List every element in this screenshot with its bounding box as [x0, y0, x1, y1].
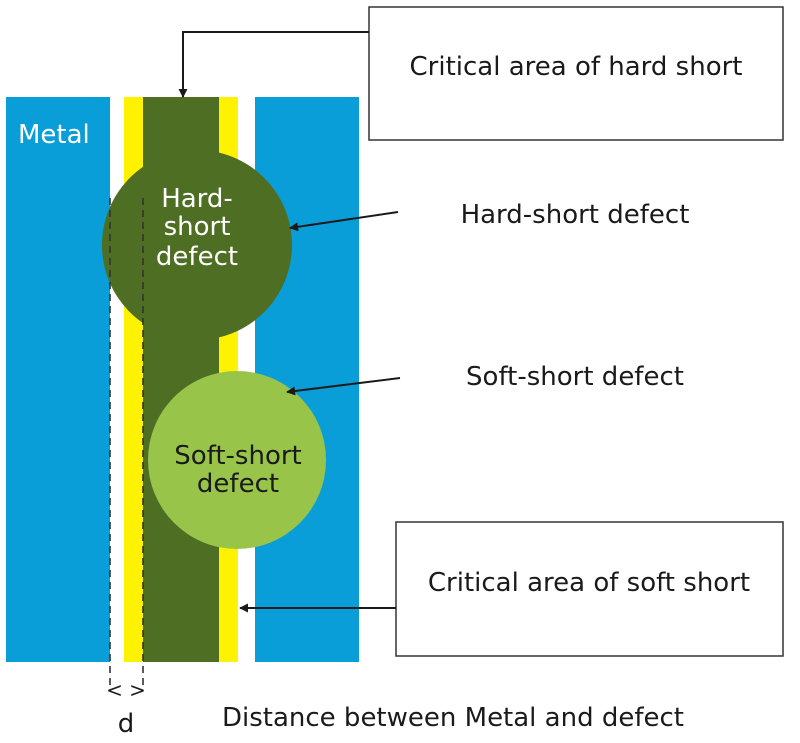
critical-soft-label: Critical area of soft short	[428, 568, 750, 598]
metal-label: Metal	[18, 120, 90, 150]
soft-callout-arrow	[286, 377, 401, 396]
soft-short-defect	[148, 371, 326, 549]
hard-defect-label-line1: Hard-	[161, 184, 233, 214]
distance-d-symbol: d	[118, 709, 135, 739]
distance-caption: Distance between Metal and defect	[222, 703, 684, 733]
soft-defect-label-line1: Soft-short	[174, 441, 302, 471]
critical-soft-box	[395, 521, 784, 657]
soft-defect-label-line2: defect	[197, 469, 279, 499]
hard-short-defect	[102, 150, 292, 340]
soft-callout-label: Soft-short defect	[466, 362, 684, 392]
critical-hard-box	[368, 6, 784, 141]
critical-hard-label: Critical area of hard short	[410, 52, 743, 82]
hard-callout-arrow	[289, 211, 399, 232]
critical-hard-arrow	[178, 31, 369, 98]
metal-line-left	[6, 97, 110, 662]
hard-defect-label-line2: short	[164, 212, 231, 242]
hard-defect-label-line3: defect	[156, 242, 238, 272]
hard-callout-label: Hard-short defect	[461, 200, 690, 230]
distance-dimension-marks: < >	[106, 678, 146, 702]
